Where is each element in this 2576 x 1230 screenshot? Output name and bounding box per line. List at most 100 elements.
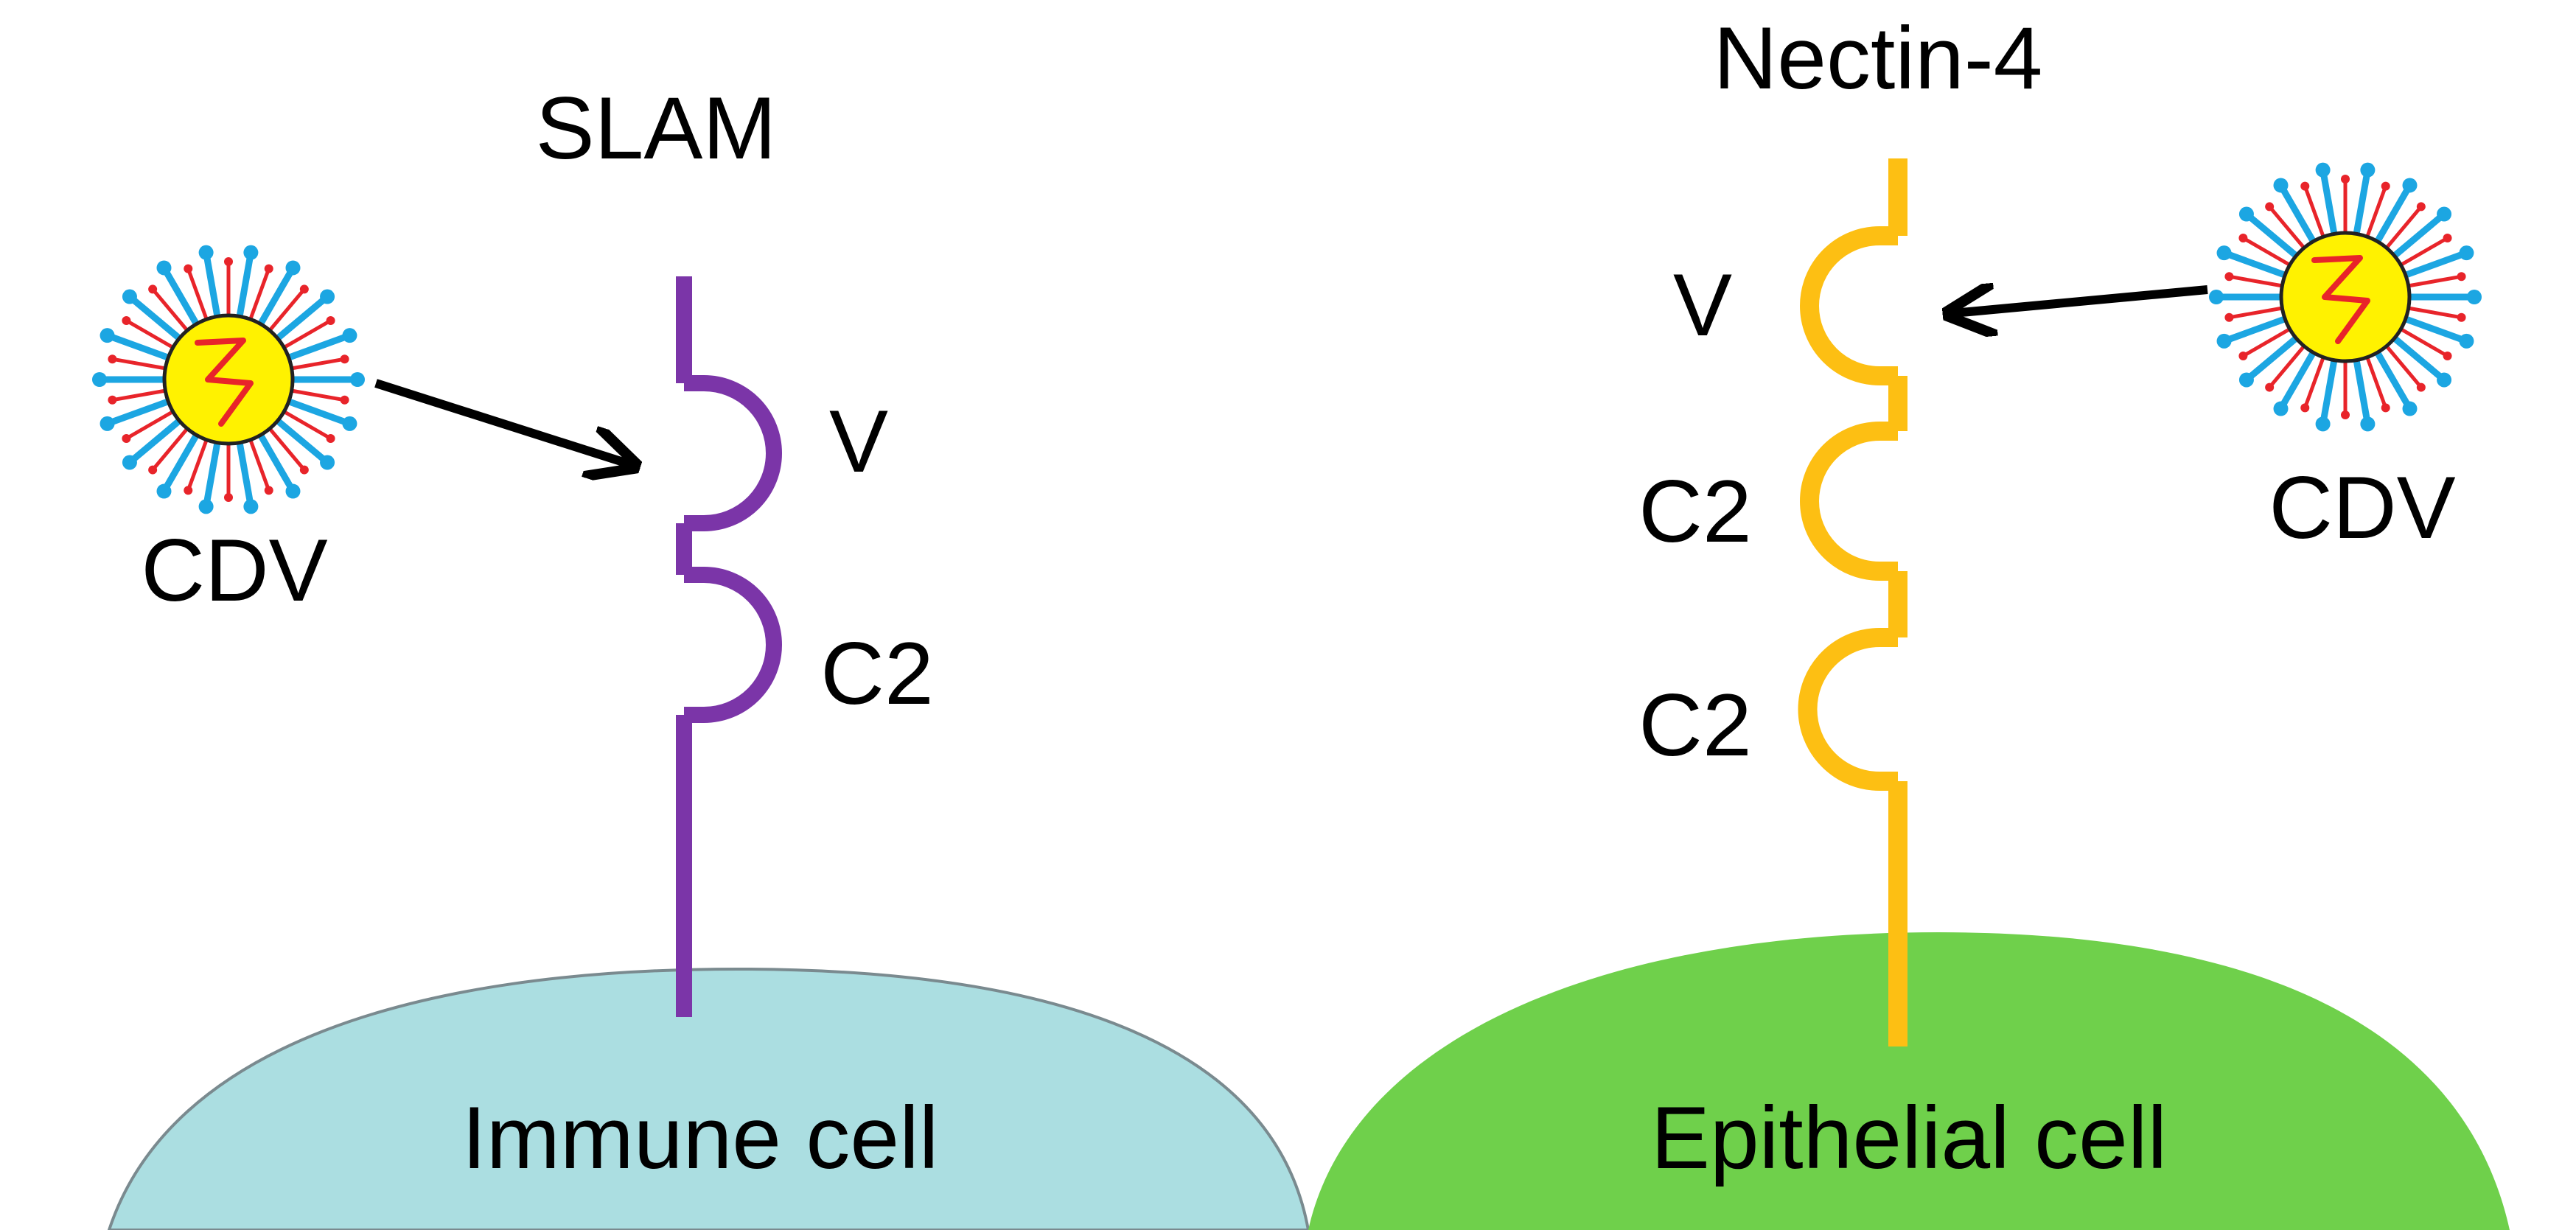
virus-spike	[2364, 352, 2388, 410]
virus-spike-tip	[224, 493, 233, 502]
virus-spike-tip	[100, 416, 115, 431]
virus-spike	[2221, 249, 2292, 280]
virus-spike-tip	[2265, 382, 2275, 392]
virus-spike	[104, 396, 175, 427]
virus-spike	[2227, 305, 2288, 320]
virus-spike	[282, 396, 353, 427]
virus-spike-tip	[243, 245, 259, 260]
virus-spike	[2388, 211, 2448, 262]
virus-spike-tip	[2360, 162, 2376, 178]
virus-spike-tip	[2402, 401, 2418, 416]
virus-spike	[2395, 325, 2450, 358]
virus-spike-tip	[2341, 175, 2350, 184]
virus-spike-tip	[340, 354, 349, 364]
virus-spike	[2352, 167, 2371, 241]
epithelial-cell-panel: Epithelial cell Nectin-4 V C2 C2 CDV	[1308, 9, 2510, 1230]
virus-spike-tip	[108, 395, 117, 405]
virus-spike-tip	[350, 372, 365, 387]
virus-spike-tip	[2402, 178, 2418, 193]
virus-spike	[2388, 332, 2448, 383]
virus-spike-tip	[2437, 372, 2452, 388]
virus-spike-tip	[100, 328, 115, 343]
binding-arrow-left	[374, 379, 630, 464]
virus-spike-tip	[122, 316, 131, 325]
virus-spike	[247, 267, 271, 325]
virus-spike-tip	[2273, 178, 2289, 193]
virus-spike-tip	[184, 264, 193, 273]
virus-spike-tip	[320, 455, 335, 470]
virus-spike-tip	[326, 316, 335, 325]
virus-spike	[265, 287, 307, 335]
virus-spike	[2364, 184, 2388, 242]
virus-spike	[2398, 314, 2470, 345]
virus-spike-tip	[285, 260, 301, 276]
virus-spike-tip	[2224, 272, 2234, 282]
virus-spike	[2372, 346, 2413, 413]
nectin4-domain-c2-label-1: C2	[1638, 462, 1751, 561]
virus-spike-tip	[2416, 202, 2426, 212]
virus-spike-tip	[2437, 206, 2452, 222]
virus-spike-tip	[2238, 234, 2248, 242]
virus-spike	[265, 424, 307, 472]
virus-spike-tip	[340, 395, 349, 405]
slam-domain-c2-label: C2	[820, 624, 933, 723]
virus-spike-tip	[243, 499, 259, 514]
virus-spike-tip	[299, 284, 309, 294]
nectin4-domain-v-label: V	[1673, 256, 1732, 354]
virus-spike	[203, 436, 222, 510]
virus-spike-tip	[148, 284, 158, 294]
virus-spike	[2267, 341, 2308, 390]
virus-spike	[2243, 332, 2303, 383]
virus-spike-tip	[156, 483, 172, 499]
virus-spike	[235, 436, 254, 510]
virus-spike	[110, 357, 171, 371]
virus-spike	[2403, 305, 2464, 320]
virus-spike-tip	[198, 245, 214, 260]
virus-spike-tip	[326, 434, 335, 443]
virus-spike	[286, 388, 347, 402]
virus-spike-tip	[122, 434, 131, 443]
virus-spike	[2320, 167, 2339, 241]
immune-cell-panel: Immune cell SLAM V C2 CDV	[92, 79, 1310, 1230]
virus-spike	[124, 318, 178, 352]
virus-spike-tip	[156, 260, 172, 276]
virus-spike-tip	[299, 465, 309, 475]
epithelial-cell-label: Epithelial cell	[1651, 1089, 2167, 1187]
virus-spike	[2398, 249, 2470, 280]
virus-spike-tip	[2443, 352, 2452, 360]
virus-spike	[2241, 325, 2295, 358]
virus-spike-tip	[2315, 416, 2331, 432]
virus-spike-tip	[2341, 410, 2350, 419]
virus-spike	[247, 434, 271, 492]
virus-spike-tip	[2457, 312, 2466, 322]
virus-spike	[279, 408, 333, 441]
virus-spike-tip	[2216, 245, 2232, 261]
virus-spike-tip	[2216, 333, 2232, 349]
virus-spike	[2403, 274, 2464, 289]
virus-spike-tip	[2224, 312, 2234, 322]
virus-spike	[2243, 211, 2303, 262]
virus-spike	[161, 264, 202, 331]
virus-spike-tip	[2459, 333, 2474, 349]
virus-spike	[2395, 236, 2450, 269]
nectin4-domain-c2-label-2: C2	[1638, 676, 1751, 775]
virus-spike	[279, 318, 333, 352]
virus-spike-tip	[198, 499, 214, 514]
virus-label-right: CDV	[2269, 458, 2455, 557]
virus-spike	[150, 287, 192, 335]
virus-spike	[126, 293, 186, 344]
virus-spike	[2303, 184, 2327, 242]
virus-spike	[161, 428, 202, 495]
virus-spike-tip	[2209, 290, 2224, 304]
virus-spike-tip	[2443, 234, 2452, 242]
virus-spike-tip	[2467, 290, 2482, 304]
virus-spike	[282, 332, 353, 363]
virus-spike-tip	[2238, 352, 2248, 360]
virus-spike	[235, 249, 254, 324]
virus-spike-tip	[342, 328, 357, 343]
virus-spike-tip	[285, 483, 301, 499]
slam-label: SLAM	[536, 79, 777, 178]
virus-spike-tip	[184, 486, 193, 495]
virus-label-left: CDV	[141, 521, 327, 620]
